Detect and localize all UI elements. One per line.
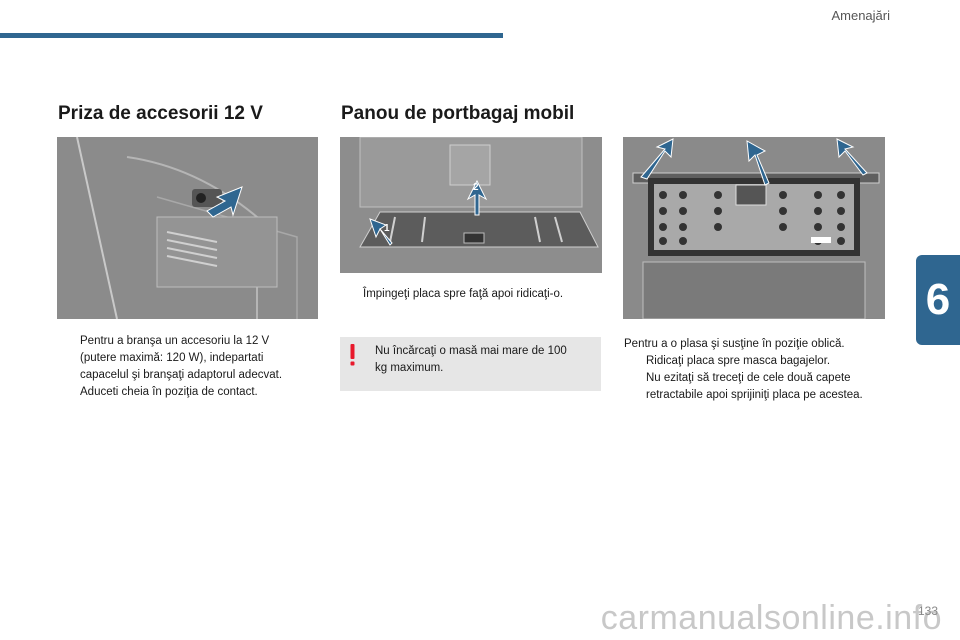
list-item: Împingeţi placa spre faţă apoi ridicaţi-…	[341, 286, 599, 303]
left-heading: Priza de accesorii 12 V	[58, 103, 263, 124]
right-instructions: Pentru a o plasa şi susţine în poziţie o…	[624, 336, 886, 404]
watermark: carmanualsonline.info	[600, 599, 942, 637]
bullet-mark	[624, 370, 646, 404]
section-title: Amenajări	[831, 8, 890, 23]
callout-1: 1	[384, 223, 390, 234]
bullet-mark	[341, 286, 363, 303]
tilted-panel-image	[623, 137, 885, 319]
list-item: Nu ezitaţi să treceţi de cele două capet…	[624, 370, 886, 404]
bullet-mark	[58, 384, 80, 401]
middle-instructions: Împingeţi placa spre faţă apoi ridicaţi-…	[341, 286, 599, 303]
bullet-mark	[624, 353, 646, 370]
middle-heading: Panou de portbagaj mobil	[341, 103, 575, 124]
list-item: Aduceti cheia în poziţia de contact.	[58, 384, 298, 401]
callout-2: 2	[473, 182, 479, 193]
chapter-tab: 6	[916, 255, 960, 345]
page-number: 133	[917, 604, 938, 618]
left-instructions: Pentru a branşa un accesoriu la 12 V (pu…	[58, 333, 298, 401]
list-item: Ridicaţi placa spre masca bagajelor.	[624, 353, 886, 370]
bullet-mark	[58, 333, 80, 384]
list-item-text: Nu ezitaţi să treceţi de cele două capet…	[646, 372, 863, 401]
top-accent-bar	[0, 33, 503, 38]
list-item-text: Ridicaţi placa spre masca bagajelor.	[646, 355, 831, 367]
accessory-socket-image	[57, 137, 318, 319]
list-item-text: Împingeţi placa spre faţă apoi ridicaţi-…	[363, 288, 564, 300]
warning-box: Nu încărcaţi o masă mai mare de 100 kg m…	[340, 337, 601, 391]
list-item: Pentru a branşa un accesoriu la 12 V (pu…	[58, 333, 298, 384]
warning-icon	[350, 344, 355, 366]
chapter-number: 6	[925, 275, 951, 324]
list-item-text: Pentru a branşa un accesoriu la 12 V (pu…	[80, 335, 283, 381]
boot-floor-image: 1 2	[340, 137, 602, 273]
warning-text: Nu încărcaţi o masă mai mare de 100 kg m…	[375, 345, 567, 374]
list-item-text: Aduceti cheia în poziţia de contact.	[80, 386, 258, 398]
right-intro: Pentru a o plasa şi susţine în poziţie o…	[624, 338, 845, 350]
